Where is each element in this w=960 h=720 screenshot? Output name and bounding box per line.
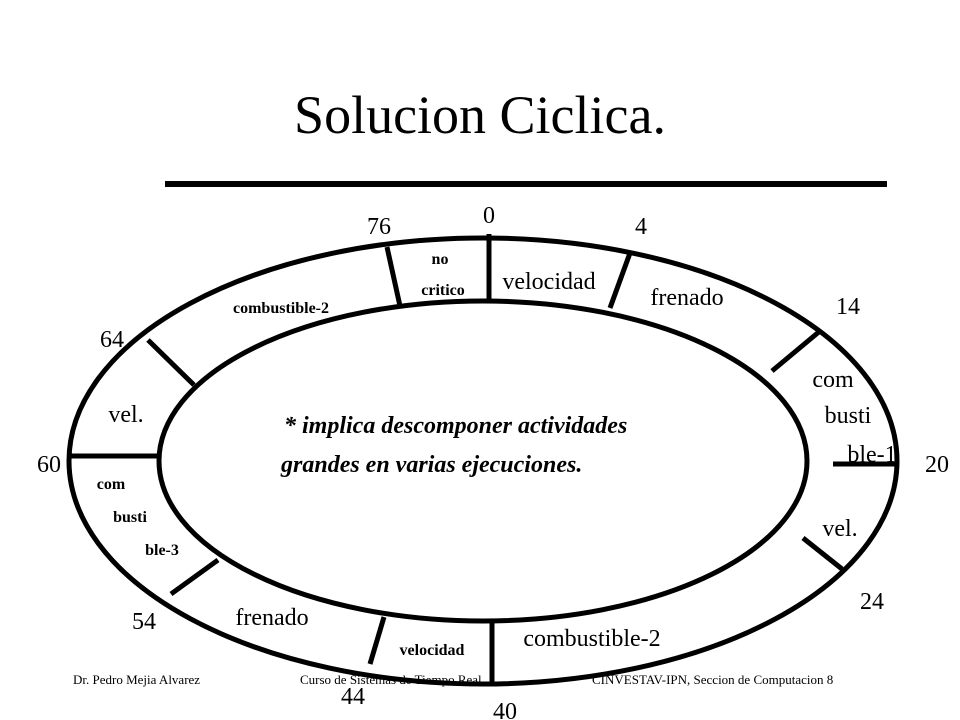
segment-label-combustible-3: busti <box>113 509 147 526</box>
tick-label: 76 <box>367 214 391 240</box>
segment-label-frenado: frenado <box>235 605 308 631</box>
segment-label-combustible-3: ble-3 <box>145 542 179 559</box>
divider-76 <box>384 246 403 307</box>
outer-ring <box>66 235 900 687</box>
segment-label-vel: vel. <box>108 402 143 428</box>
center-note-line: * implica descomponer actividades <box>284 413 627 439</box>
tick-label: 64 <box>100 327 124 353</box>
divider-14 <box>770 329 822 373</box>
center-note-line: grandes en varias ejecuciones. <box>280 452 582 478</box>
tick-label: 44 <box>341 684 365 710</box>
tick-label: 20 <box>925 452 949 478</box>
segment-label-combustible-2: combustible-2 <box>233 300 329 317</box>
segment-label-combustible-1: busti <box>825 403 872 429</box>
tick-label: 24 <box>860 589 884 615</box>
footer-author: Dr. Pedro Mejia Alvarez <box>73 672 201 687</box>
divider-44 <box>367 616 387 665</box>
tick-label: 14 <box>836 294 860 320</box>
tick-label: 60 <box>37 452 61 478</box>
segment-label-combustible-3: com <box>97 476 126 493</box>
segment-label-frenado: frenado <box>650 285 723 311</box>
segment-label-no-critico: no <box>432 251 449 268</box>
divider-4 <box>607 252 633 309</box>
segment-label-velocidad: velocidad <box>502 269 595 295</box>
segment-label-combustible-2: combustible-2 <box>523 626 660 652</box>
footer-course: Curso de Sistemas de Tiempo Real <box>300 672 482 687</box>
segment-label-combustible-1: ble-1 <box>847 442 896 468</box>
divider-64 <box>146 338 196 387</box>
divider-54 <box>169 557 220 597</box>
divider-24 <box>801 536 844 571</box>
tick-label: 40 <box>493 699 517 720</box>
tick-label: 4 <box>635 214 647 240</box>
tick-label: 54 <box>132 609 156 635</box>
inner-ring <box>156 298 810 624</box>
segment-label-velocidad: velocidad <box>400 642 465 659</box>
footer-institution: CINVESTAV-IPN, Seccion de Computacion 8 <box>592 672 834 687</box>
title-underline <box>165 181 887 187</box>
segment-label-no-critico: critico <box>421 282 465 299</box>
tick-label: 0 <box>483 203 495 229</box>
page-title: Solucion Ciclica. <box>294 85 666 145</box>
segment-label-combustible-1: com <box>812 367 854 393</box>
segment-label-vel: vel. <box>822 516 857 542</box>
